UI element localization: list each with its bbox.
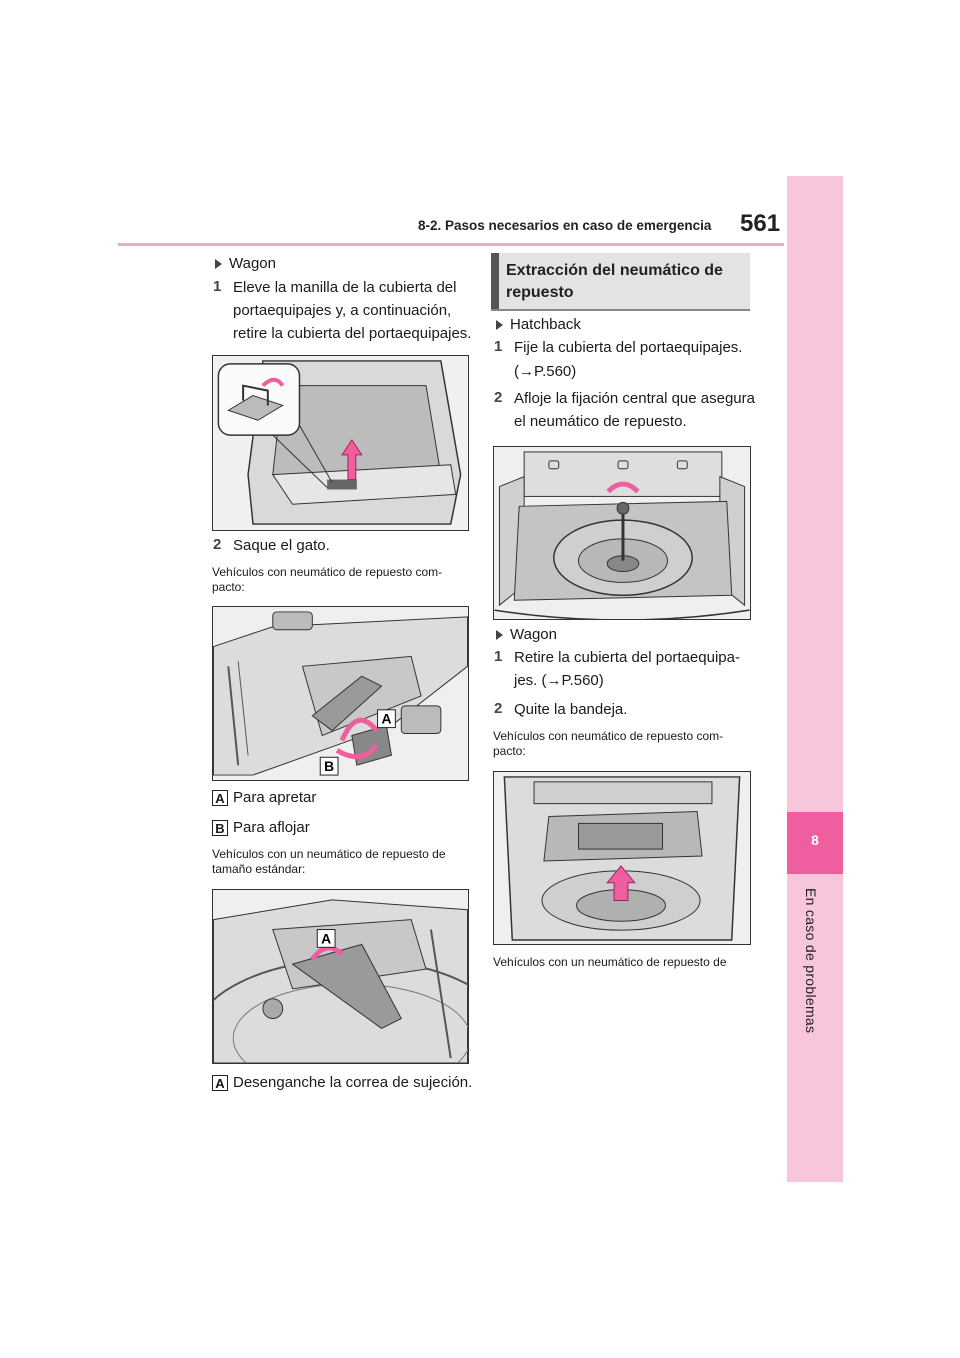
- section-title: Extracción del neumático de: [506, 262, 723, 279]
- note-text: Vehículos con neumático de repuesto com-: [212, 565, 443, 579]
- header-rule: [118, 243, 784, 246]
- loosen-text: Para aflojar: [233, 819, 310, 836]
- step-number: 1: [494, 338, 503, 355]
- bullet-triangle-icon: [496, 630, 503, 640]
- svg-text:A: A: [321, 930, 331, 946]
- wagon-heading: Wagon: [229, 255, 276, 272]
- step-number: 1: [494, 648, 503, 665]
- note-text: Vehículos con neumático de repuesto com-: [493, 729, 724, 743]
- figure-trunk-cover: [212, 355, 469, 531]
- step-text: Saque el gato.: [233, 537, 330, 554]
- chapter-number: 8: [811, 832, 819, 848]
- step-ref: (→P.560): [514, 363, 577, 380]
- step-text: Fije la cubierta del portaequipajes.: [514, 339, 743, 356]
- label-a-badge: A: [212, 1075, 228, 1091]
- step-text: retire la cubierta del portaequipajes.: [233, 325, 472, 342]
- step-text: Retire la cubierta del portaequipa-: [514, 649, 740, 666]
- wagon-heading-right: Wagon: [510, 626, 557, 643]
- note-text: Vehículos con un neumático de repuesto d…: [212, 847, 446, 861]
- running-header: 8-2. Pasos necesarios en caso de emergen…: [418, 218, 712, 233]
- note-text: tamaño estándar:: [212, 862, 306, 876]
- note-text: pacto:: [493, 744, 526, 758]
- chapter-title: En caso de problemas: [803, 888, 819, 1034]
- tray-wagon-illustration: [494, 772, 750, 944]
- figure-jack-standard: A: [212, 889, 469, 1064]
- hatchback-heading: Hatchback: [510, 316, 581, 333]
- section-heading-bar: [491, 253, 499, 309]
- bullet-triangle-icon: [215, 259, 222, 269]
- step-number: 2: [494, 389, 503, 406]
- unhook-text: Desenganche la correa de sujeción.: [233, 1074, 473, 1091]
- bullet-triangle-icon: [496, 320, 503, 330]
- jack-compact-illustration: A B: [213, 607, 468, 780]
- svg-text:A: A: [381, 711, 391, 727]
- step-text: Afloje la fijación central que asegura: [514, 390, 755, 407]
- tighten-text: Para apretar: [233, 789, 317, 806]
- label-b-badge: B: [212, 820, 228, 836]
- spare-tire-hatchback-illustration: [494, 447, 750, 619]
- step-number: 1: [213, 278, 222, 295]
- label-a-badge: A: [212, 790, 228, 806]
- step-number: 2: [213, 536, 222, 553]
- svg-text:B: B: [324, 758, 334, 774]
- step-text: jes. (→P.560): [514, 672, 604, 689]
- section-rule: [491, 309, 750, 311]
- section-heading-box: [491, 253, 750, 309]
- step-text: portaequipajes y, a continuación,: [233, 302, 452, 319]
- section-title: repuesto: [506, 284, 574, 301]
- figure-jack-compact: A B: [212, 606, 469, 781]
- chapter-side-tab: [787, 176, 843, 1182]
- figure-spare-tire-hatchback: [493, 446, 751, 620]
- note-text: Vehículos con un neumático de repuesto d…: [493, 955, 727, 969]
- jack-standard-illustration: A: [213, 890, 468, 1063]
- page-number: 561: [740, 210, 781, 237]
- figure-tray-wagon: [493, 771, 751, 945]
- step-text: Eleve la manilla de la cubierta del: [233, 279, 457, 296]
- chapter-number-block: [787, 812, 843, 874]
- step-text: Quite la bandeja.: [514, 701, 628, 718]
- trunk-cover-illustration: [213, 356, 468, 530]
- note-text: pacto:: [212, 580, 245, 594]
- step-text: el neumático de repuesto.: [514, 413, 687, 430]
- step-number: 2: [494, 700, 503, 717]
